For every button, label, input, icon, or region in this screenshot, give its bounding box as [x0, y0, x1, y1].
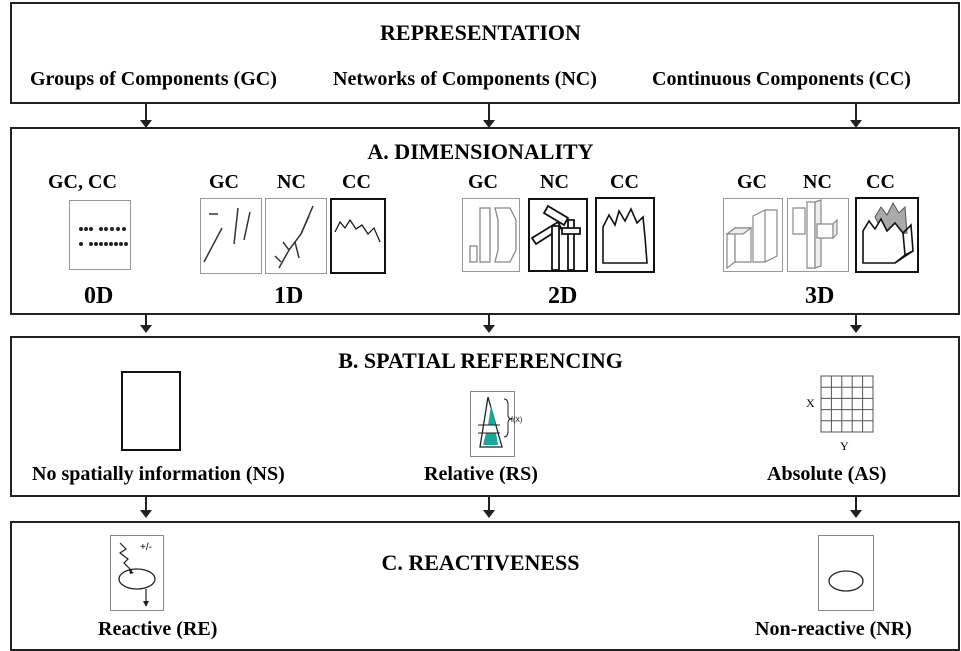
- 0d-points-icon: [69, 200, 131, 270]
- representation-gc: Groups of Components (GC): [30, 68, 277, 90]
- representation-title: REPRESENTATION: [380, 20, 581, 45]
- reactive-icon: +/-: [110, 535, 164, 611]
- label-gc-cc: GC, CC: [48, 171, 117, 193]
- arrow-down-icon: [850, 104, 862, 128]
- dim-2d-label: 2D: [548, 283, 578, 309]
- arrow-down-icon: [850, 315, 862, 333]
- 3d-groups-icon: [723, 198, 783, 272]
- arrow-down-icon: [140, 497, 152, 518]
- absolute-axis-y: Y: [840, 439, 849, 453]
- no-spatial-icon: [121, 371, 181, 451]
- spatial-rs-label: Relative (RS): [424, 463, 538, 485]
- arrow-down-icon: [850, 497, 862, 518]
- 1d-continuous-icon: [330, 198, 386, 274]
- dimensionality-title: A. DIMENSIONALITY: [367, 139, 594, 164]
- 2d-network-icon: [528, 198, 588, 272]
- non-reactive-label: Non-reactive (NR): [755, 618, 912, 640]
- 3d-continuous-icon: [855, 197, 919, 273]
- label-1d-gc: GC: [209, 171, 239, 193]
- label-2d-nc: NC: [540, 171, 569, 193]
- arrow-down-icon: [483, 104, 495, 128]
- label-2d-gc: GC: [468, 171, 498, 193]
- label-3d-gc: GC: [737, 171, 767, 193]
- representation-box: [10, 2, 960, 104]
- dim-3d-label: 3D: [805, 283, 835, 309]
- dim-0d-label: 0D: [84, 283, 114, 309]
- label-2d-cc: CC: [610, 171, 639, 193]
- label-3d-cc: CC: [866, 171, 895, 193]
- relative-reference-icon: f(X): [470, 391, 522, 457]
- 1d-network-icon: [265, 198, 327, 274]
- 1d-groups-icon: [200, 198, 262, 274]
- representation-cc: Continuous Components (CC): [652, 68, 911, 90]
- arrow-down-icon: [483, 497, 495, 518]
- relative-icon-text: f(X): [511, 417, 522, 424]
- arrow-down-icon: [483, 315, 495, 333]
- 2d-groups-icon: [462, 198, 520, 272]
- reactiveness-box: [10, 521, 960, 651]
- reactiveness-title: C. REACTIVENESS: [381, 550, 580, 575]
- label-3d-nc: NC: [803, 171, 832, 193]
- representation-nc: Networks of Components (NC): [333, 68, 597, 90]
- non-reactive-icon: [818, 535, 874, 611]
- 2d-continuous-icon: [595, 197, 655, 273]
- reactive-label: Reactive (RE): [98, 618, 218, 640]
- arrow-down-icon: [140, 315, 152, 333]
- absolute-grid-icon: [820, 375, 874, 433]
- reactive-icon-text: +/-: [140, 542, 152, 553]
- label-1d-nc: NC: [277, 171, 306, 193]
- dim-1d-label: 1D: [274, 283, 304, 309]
- 3d-network-icon: [787, 198, 849, 272]
- arrow-down-icon: [140, 104, 152, 128]
- label-1d-cc: CC: [342, 171, 371, 193]
- spatial-title: B. SPATIAL REFERENCING: [338, 348, 623, 373]
- spatial-ns-label: No spatially information (NS): [32, 463, 285, 485]
- absolute-axis-x: X: [806, 396, 815, 410]
- spatial-as-label: Absolute (AS): [767, 463, 887, 485]
